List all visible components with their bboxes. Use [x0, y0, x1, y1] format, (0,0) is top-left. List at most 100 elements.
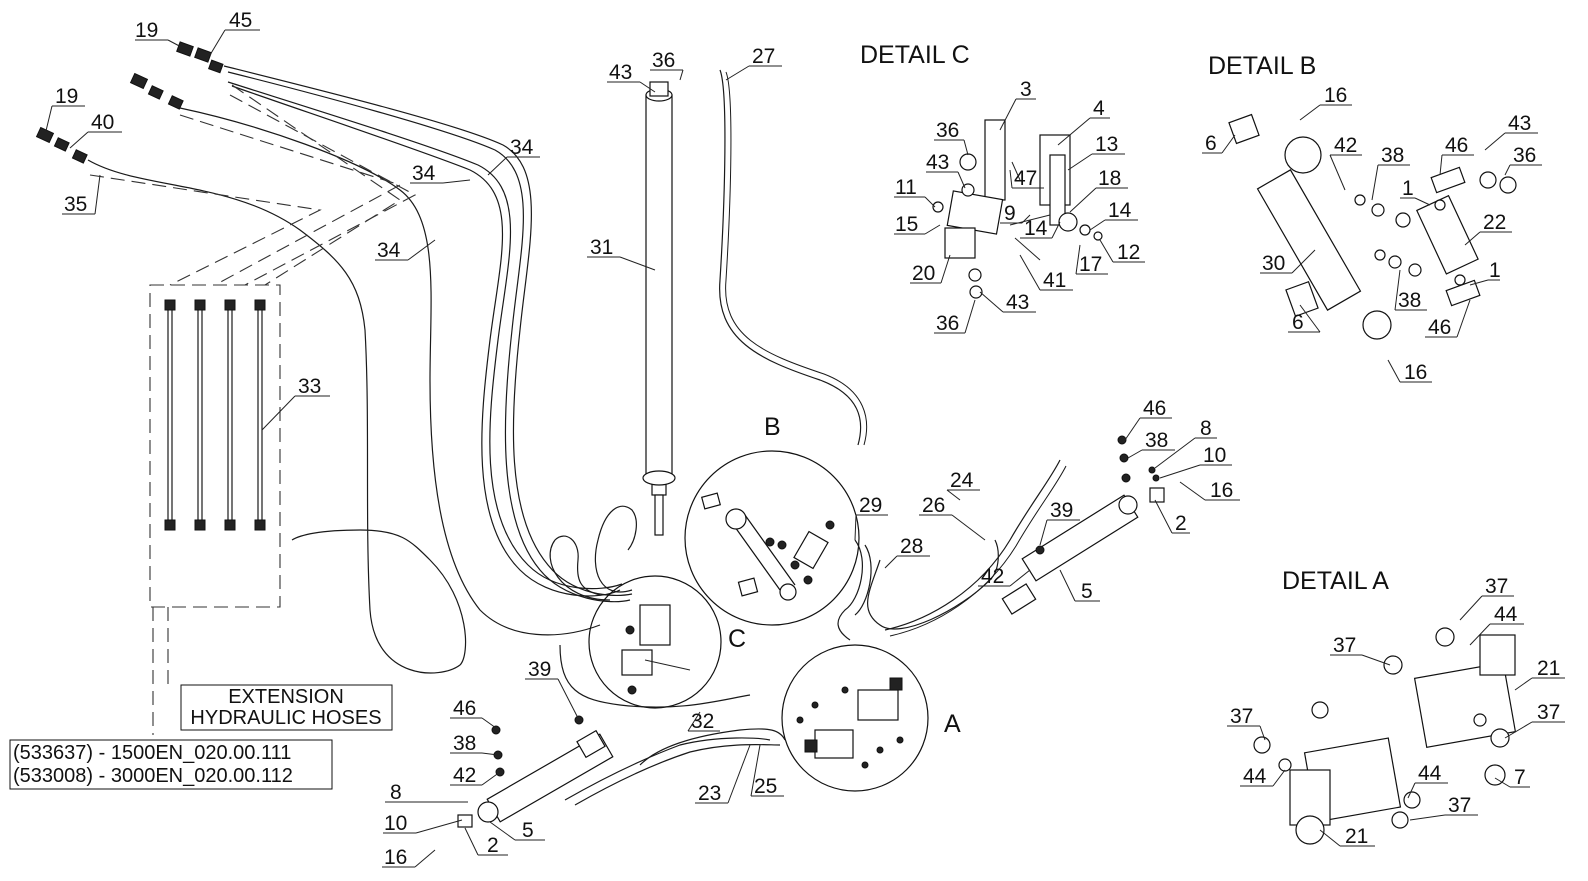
top-left-fittings [35, 41, 224, 164]
label: 38 [1381, 144, 1404, 167]
label: 28 [900, 535, 923, 558]
leader-lines [44, 29, 1565, 868]
label: 42 [453, 764, 476, 787]
label: 44 [1494, 603, 1518, 626]
label: 37 [1448, 794, 1471, 817]
label: 34 [412, 162, 436, 185]
hose-27 [719, 69, 862, 446]
label: 46 [1445, 134, 1468, 157]
label: 17 [1079, 253, 1102, 276]
label: 32 [691, 710, 714, 733]
label: 46 [1143, 397, 1166, 420]
label: 34 [377, 239, 401, 262]
circle-a-parts [796, 677, 904, 769]
label: 15 [895, 213, 918, 236]
label: 18 [1098, 167, 1121, 190]
detail-b-parts [1228, 113, 1517, 340]
label: 26 [922, 494, 945, 517]
hose-28 [867, 539, 999, 630]
label: 9 [1004, 202, 1016, 225]
detail-c-parts [932, 119, 1103, 299]
callout-b-letter: B [764, 413, 781, 441]
label: 22 [1483, 211, 1506, 234]
circle-c-parts [621, 604, 691, 695]
label: 6 [1292, 311, 1304, 334]
label: 37 [1537, 701, 1560, 724]
extension-label-line2: HYDRAULIC HOSES [190, 707, 381, 729]
extension-label-line1: EXTENSION [228, 686, 344, 708]
label: 37 [1333, 634, 1356, 657]
label: 3 [1020, 78, 1032, 101]
label: 2 [1175, 512, 1187, 535]
label: 14 [1108, 199, 1132, 222]
label: 20 [912, 262, 935, 285]
label: 43 [926, 151, 949, 174]
label: 10 [1203, 444, 1226, 467]
label: 1 [1402, 177, 1414, 200]
label: 36 [936, 119, 959, 142]
label: 29 [859, 494, 882, 517]
label: 21 [1537, 657, 1560, 680]
cylinder-31 [642, 81, 676, 536]
label: 36 [1513, 144, 1536, 167]
part-number-line1: (533637) - 1500EN_020.00.111 [13, 742, 291, 764]
label: 40 [91, 111, 114, 134]
label: 39 [528, 658, 551, 681]
hoses-34 [87, 65, 633, 674]
label: 5 [522, 819, 534, 842]
label: 11 [895, 176, 917, 199]
label: 8 [390, 781, 402, 804]
circle-b-parts [700, 492, 835, 601]
label: 36 [652, 49, 675, 72]
label: 41 [1043, 269, 1066, 292]
label: 14 [1024, 217, 1048, 240]
extension-leaders [89, 84, 417, 735]
detail-a-parts [1253, 627, 1517, 845]
label: 35 [64, 193, 87, 216]
callout-a-letter: A [944, 710, 961, 738]
label: 46 [1428, 316, 1451, 339]
label: 42 [1334, 134, 1357, 157]
label: 8 [1200, 417, 1212, 440]
label: 21 [1345, 825, 1368, 848]
label: 10 [384, 812, 407, 835]
label: 13 [1095, 133, 1118, 156]
label: 34 [510, 136, 534, 159]
label: 2 [487, 834, 499, 857]
label: 24 [950, 469, 974, 492]
detail-b-title: DETAIL B [1208, 52, 1316, 80]
label: 37 [1485, 575, 1508, 598]
label: 1 [1489, 259, 1501, 282]
label: 16 [1404, 361, 1427, 384]
callout-circle-c [588, 575, 722, 709]
part-labels: 19 45 19 40 35 34 34 34 33 43 36 27 31 3… [55, 9, 1560, 869]
label: 4 [1093, 97, 1105, 120]
detail-c-title: DETAIL C [860, 41, 970, 69]
label: 16 [1210, 479, 1233, 502]
label: 45 [229, 9, 252, 32]
label: 19 [135, 19, 158, 42]
hose-23 [564, 737, 771, 801]
hose-loop [594, 505, 637, 593]
label: 6 [1205, 132, 1217, 155]
part-number-line2: (533008) - 3000EN_020.00.112 [13, 765, 293, 787]
label: 43 [609, 61, 632, 84]
label: 46 [453, 697, 476, 720]
label: 39 [1050, 499, 1073, 522]
hose-32 [559, 644, 751, 708]
label: 43 [1508, 112, 1531, 135]
label: 47 [1014, 167, 1037, 190]
label: 38 [453, 732, 476, 755]
label: 38 [1145, 429, 1168, 452]
cylinder-5-left [457, 715, 614, 828]
label: 25 [754, 775, 777, 798]
cylinder-5-right [1001, 435, 1165, 615]
label: 12 [1117, 241, 1140, 264]
label: 27 [752, 45, 775, 68]
label: 19 [55, 85, 78, 108]
label: 16 [384, 846, 407, 869]
detail-a-title: DETAIL A [1282, 567, 1389, 595]
label: 30 [1262, 252, 1285, 275]
